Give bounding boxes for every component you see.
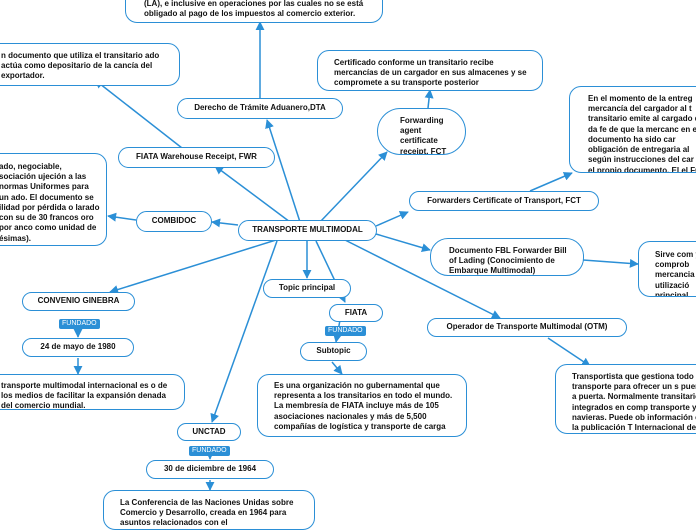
- ginebra-fundado-badge: FUNDADO: [59, 319, 100, 330]
- link-fwr-desc: [94, 79, 183, 149]
- ginebra-date-node[interactable]: 24 de mayo de 1980: [22, 338, 134, 357]
- fcta-node[interactable]: Forwarders Certificate of Transport, FCT: [409, 191, 599, 211]
- fwr-node[interactable]: FIATA Warehouse Receipt, FWR: [118, 147, 275, 168]
- fiata-fundado-badge: FUNDADO: [325, 326, 366, 337]
- fiata-description[interactable]: Es una organización no gubernamental que…: [257, 374, 467, 437]
- topic-principal-node[interactable]: Topic principal: [263, 279, 351, 298]
- fwr-description[interactable]: n documento que utiliza el transitario a…: [0, 43, 180, 86]
- combidoc-node[interactable]: COMBIDOC: [136, 211, 212, 232]
- link-fcta-desc: [529, 172, 573, 192]
- subtopic-node[interactable]: Subtopic: [300, 342, 367, 361]
- unctad-node[interactable]: UNCTAD: [177, 423, 241, 441]
- link-root-unctad: [210, 240, 278, 423]
- link-otm-desc: [547, 337, 591, 367]
- root-node[interactable]: TRANSPORTE MULTIMODAL: [238, 220, 377, 241]
- link-root-ginebra: [109, 239, 277, 294]
- dta-description[interactable]: (LA), e inclusive en operaciones por las…: [125, 0, 383, 23]
- link-subtopic-desc: [331, 361, 343, 375]
- fbl-description[interactable]: Sirve com y comprob mercancia utilizació…: [638, 241, 696, 297]
- link-fct-desc: [424, 89, 434, 109]
- unctad-description[interactable]: La Conferencia de las Naciones Unidas so…: [103, 490, 315, 530]
- combidoc-description[interactable]: ado, negociable, sociación ujeción a las…: [0, 153, 107, 246]
- unctad-date-node[interactable]: 30 de diciembre de 1964: [146, 460, 274, 479]
- link-root-otm: [344, 239, 501, 319]
- convenio-ginebra-node[interactable]: CONVENIO GINEBRA: [22, 292, 135, 311]
- fct-description[interactable]: Certificado conforme un transitario reci…: [317, 50, 543, 91]
- link-fbl-desc: [582, 258, 639, 268]
- link-root-fbl: [375, 233, 431, 253]
- fbl-node[interactable]: Documento FBL Forwarder Bill of Lading (…: [430, 238, 584, 276]
- link-root-fct: [319, 151, 388, 223]
- link-combidoc-desc: [107, 212, 137, 222]
- otm-node[interactable]: Operador de Transporte Multimodal (OTM): [427, 318, 627, 337]
- link-root-dta: [265, 119, 301, 223]
- dta-node[interactable]: Derecho de Trámite Aduanero,DTA: [177, 98, 343, 119]
- link-root-combidoc: [211, 218, 239, 228]
- fct-node[interactable]: Forwarding agent certificate receipt, FC…: [377, 108, 466, 155]
- ginebra-description[interactable]: transporte multimodal internacional es o…: [0, 374, 185, 410]
- link-root-fwr: [214, 165, 291, 223]
- otm-description[interactable]: Transportista que gestiona todo de trans…: [555, 364, 696, 434]
- link-root-fcta: [375, 211, 409, 227]
- fcta-description[interactable]: En el momento de la entreg mercancía del…: [569, 86, 696, 173]
- fiata-node[interactable]: FIATA: [329, 304, 383, 322]
- unctad-fundado-badge: FUNDADO: [189, 446, 230, 457]
